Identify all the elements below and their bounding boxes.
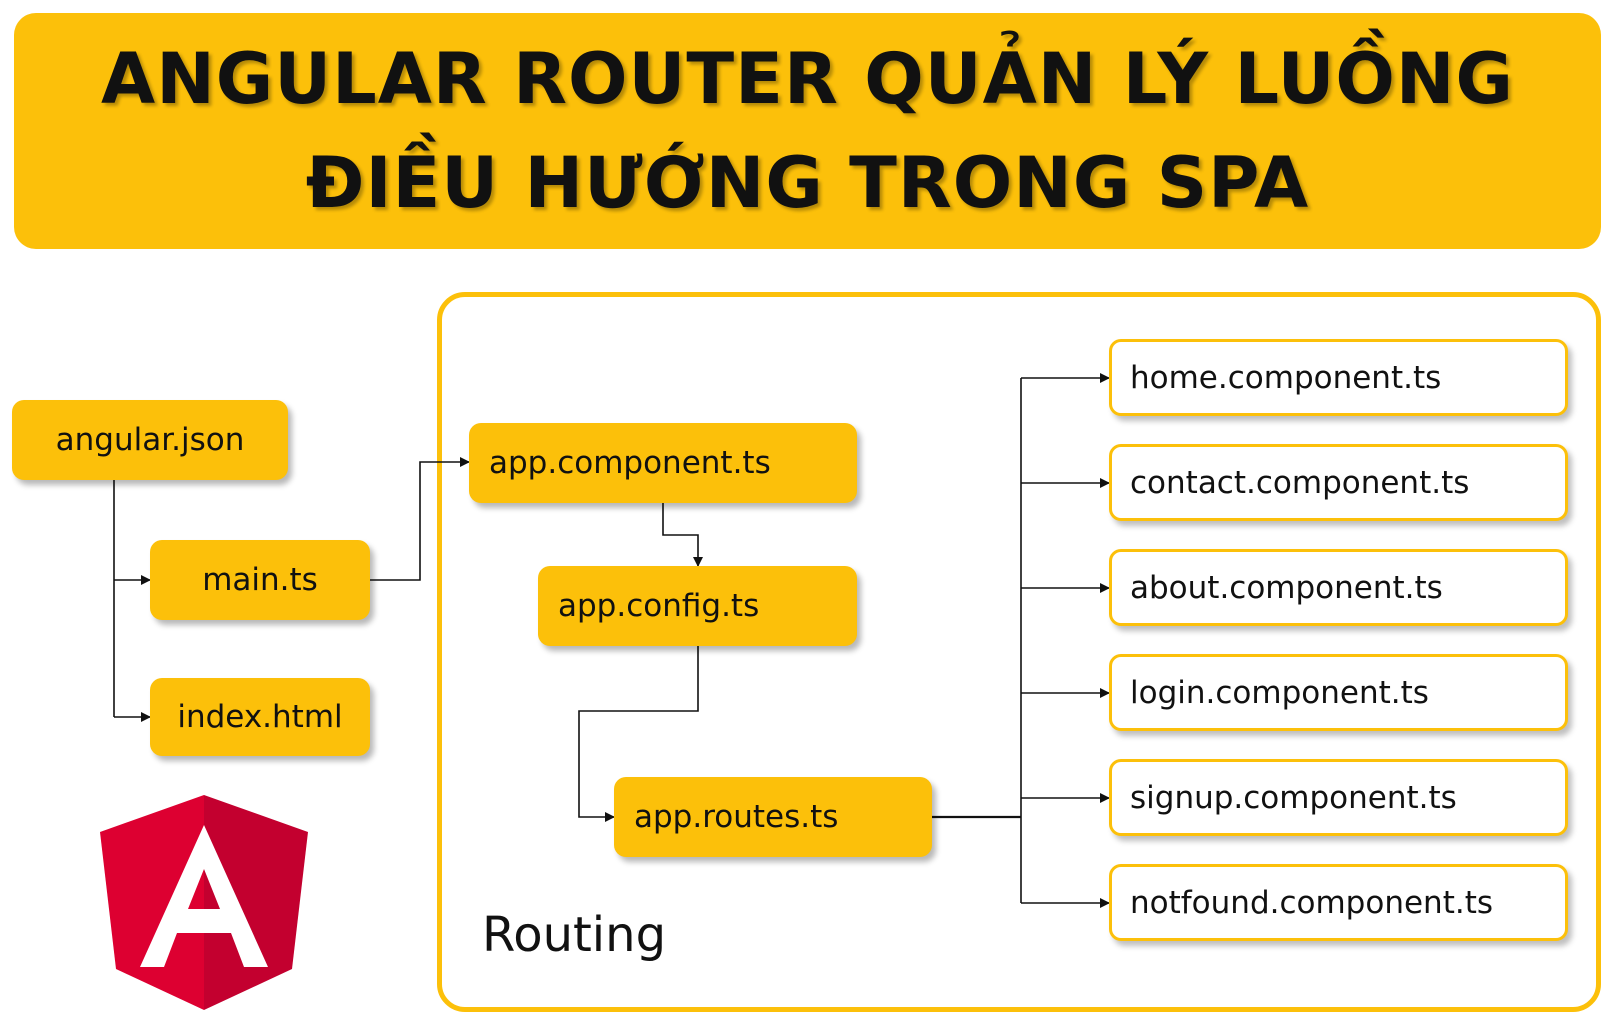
node-app-config: app.config.ts [538, 566, 857, 646]
node-login-component: login.component.ts [1109, 654, 1568, 731]
title-banner: ANGULAR ROUTER QUẢN LÝ LUỒNG ĐIỀU HƯỚNG … [14, 13, 1601, 249]
node-main-ts-label: main.ts [202, 562, 318, 598]
node-signup-component-label: signup.component.ts [1130, 779, 1457, 816]
node-app-routes: app.routes.ts [614, 777, 932, 857]
node-app-component: app.component.ts [469, 423, 857, 503]
node-app-component-label: app.component.ts [489, 445, 771, 481]
node-main-ts: main.ts [150, 540, 370, 620]
title-line-2: ĐIỀU HƯỚNG TRONG SPA [305, 142, 1310, 224]
node-signup-component: signup.component.ts [1109, 759, 1568, 836]
node-notfound-component: notfound.component.ts [1109, 864, 1568, 941]
title-line-1: ANGULAR ROUTER QUẢN LÝ LUỒNG [101, 38, 1514, 120]
routing-label: Routing [482, 907, 667, 963]
node-contact-component-label: contact.component.ts [1130, 464, 1470, 501]
node-app-routes-label: app.routes.ts [634, 799, 839, 835]
angular-logo-icon [100, 795, 308, 1010]
routing-frame [437, 292, 1601, 1012]
node-notfound-component-label: notfound.component.ts [1130, 884, 1494, 921]
node-index-html-label: index.html [177, 699, 343, 735]
node-about-component-label: about.component.ts [1130, 569, 1443, 606]
node-angular-json-label: angular.json [55, 422, 245, 458]
node-home-component-label: home.component.ts [1130, 359, 1442, 396]
node-login-component-label: login.component.ts [1130, 674, 1429, 711]
node-contact-component: contact.component.ts [1109, 444, 1568, 521]
node-about-component: about.component.ts [1109, 549, 1568, 626]
node-angular-json: angular.json [12, 400, 288, 480]
node-home-component: home.component.ts [1109, 339, 1568, 416]
node-index-html: index.html [150, 678, 370, 756]
node-app-config-label: app.config.ts [558, 588, 760, 624]
